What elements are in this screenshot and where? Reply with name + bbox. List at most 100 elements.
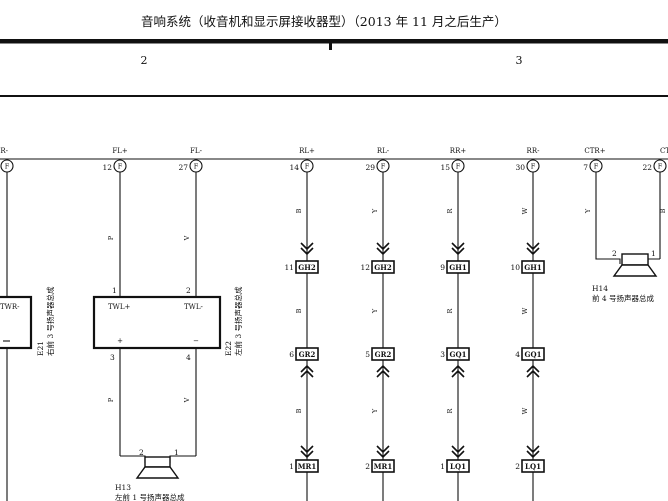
pin-circle-rr-plus: F — [451, 159, 465, 173]
speaker-e21-pin-label: TWR- — [0, 303, 20, 311]
pin-name-rr-minus: RR- — [527, 147, 541, 155]
wire-color-rl-plus-2: B — [295, 308, 303, 313]
connector-gh1-a — [446, 260, 470, 274]
pin-name-ctr-minus: CTR — [660, 147, 668, 155]
connector-mr1-a — [295, 459, 319, 473]
connector-lq1-b-label: LQ1 — [525, 462, 541, 471]
connector-gh1-a-pin: 9 — [440, 263, 445, 272]
connector-gh1-b — [521, 260, 545, 274]
header-bar — [0, 39, 668, 44]
connector-gr2-b-label: GR2 — [375, 350, 392, 359]
connector-gh1-b-label: GH1 — [524, 263, 542, 272]
wire-color-ctr-plus: Y — [584, 208, 592, 214]
connector-gr2-b-pin: 5 — [365, 350, 370, 359]
pin-name-rl-minus: RL- — [377, 147, 390, 155]
connector-gq1-b-label: GQ1 — [525, 350, 542, 359]
pin-number-rl-minus: 29 — [365, 163, 375, 172]
speaker-e21-code: E21 — [36, 341, 45, 356]
page-title: 音响系统（收音机和显示屏接收器型）（2013 年 11 月之后生产） — [141, 14, 507, 29]
connector-lq1-a-pin: 1 — [440, 462, 445, 471]
connector-lq1-b — [521, 459, 545, 473]
speaker-h14-icon — [612, 253, 658, 277]
pin-marker: F — [118, 163, 123, 171]
wire-color-rr-plus-2: R — [446, 307, 454, 313]
wire-column-rr-plus: R GH1 9 R GQ1 3 R LQ1 1 — [440, 172, 470, 501]
pin-circle-fr-minus: F — [0, 159, 14, 173]
pin-name-fr-minus: FR- — [0, 147, 9, 155]
pin-marker: F — [658, 163, 663, 171]
wire-color-rl-plus-3: B — [295, 408, 303, 413]
connector-gq1-a-pin: 3 — [440, 350, 445, 359]
wire-ctr-minus-to-h14 — [647, 258, 660, 264]
wire-color-rr-plus-1: R — [446, 207, 454, 213]
pin-number-fl-plus: 12 — [102, 163, 112, 172]
pin-circle-rl-plus: F — [300, 159, 314, 173]
speaker-h14-pin-2: 2 — [612, 249, 617, 258]
wire-color-rr-minus-1: W — [521, 207, 529, 214]
speaker-h14-code: H14 — [592, 284, 608, 293]
wire-color-rl-minus-3: Y — [371, 408, 379, 414]
connector-gh1-a-label: GH1 — [449, 263, 467, 272]
connector-gq1-b — [521, 347, 545, 361]
section-label-2: 2 — [141, 54, 148, 67]
connector-mr1-a-pin: 1 — [289, 462, 294, 471]
speaker-e22-pin-2: 2 — [186, 286, 191, 295]
connector-gr2-a-label: GR2 — [299, 350, 316, 359]
wire-column-rr-minus: W GH1 10 W GQ1 4 W LQ1 2 — [510, 172, 545, 501]
pin-circle-ctr-plus: F — [589, 159, 603, 173]
speaker-h13-pin-2: 2 — [139, 448, 144, 457]
speaker-e22-pin-3: 3 — [110, 353, 115, 362]
pin-number-rr-minus: 30 — [515, 163, 525, 172]
section-divider-tick — [329, 43, 332, 50]
connector-gr2-a — [295, 347, 319, 361]
connector-gr2-a-pin: 6 — [289, 350, 294, 359]
pin-marker: F — [594, 163, 599, 171]
pin-circle-fl-minus: F — [189, 159, 203, 173]
pin-number-rr-plus: 15 — [440, 163, 450, 172]
wire-color-rr-minus-2: W — [521, 307, 529, 314]
connector-mr1-b-pin: 2 — [365, 462, 370, 471]
connector-gh2-a-pin: 11 — [284, 263, 294, 272]
pin-circle-rr-minus: F — [526, 159, 540, 173]
pin-marker: F — [5, 163, 10, 171]
wire-color-rr-minus-3: W — [521, 407, 529, 414]
pin-name-rr-plus: RR+ — [450, 147, 467, 155]
pin-circle-fl-plus: F — [113, 159, 127, 173]
speaker-h14-desc: 前 4 号扬声器总成 — [592, 293, 655, 303]
pin-marker: F — [381, 163, 386, 171]
pin-marker: F — [531, 163, 536, 171]
speaker-h14-pin-1: 1 — [651, 249, 656, 258]
pin-marker: F — [194, 163, 199, 171]
wire-color-fl-plus-lower: P — [107, 397, 115, 402]
connector-gh2-a-label: GH2 — [298, 263, 316, 272]
connector-gh2-b-label: GH2 — [374, 263, 392, 272]
wire-color-ctr-minus: B — [659, 208, 667, 213]
pin-marker: F — [305, 163, 310, 171]
connector-gh2-b-pin: 12 — [360, 263, 370, 272]
speaker-e22-pin-4: 4 — [186, 353, 191, 362]
connector-gh2-a — [295, 260, 319, 274]
speaker-h13-pin-1: 1 — [174, 448, 179, 457]
connector-gq1-a — [446, 347, 470, 361]
speaker-e22-minus: − — [193, 337, 199, 345]
pin-marker: F — [456, 163, 461, 171]
speaker-h13-desc: 左前 1 号扬声器总成 — [115, 492, 185, 501]
speaker-e22-label-right: TWL- — [184, 303, 204, 311]
connector-lq1-a-label: LQ1 — [450, 462, 466, 471]
pin-number-ctr-minus: 22 — [642, 163, 652, 172]
wire-h13-pin2 — [120, 455, 146, 463]
speaker-e22-plus: + — [117, 337, 123, 345]
connector-gq1-a-label: GQ1 — [450, 350, 467, 359]
speaker-e22-label-left: TWL+ — [108, 303, 131, 311]
connector-lq1-b-pin: 2 — [515, 462, 520, 471]
speaker-e21-desc: 右前 3 号扬声器总成 — [45, 286, 55, 356]
connector-mr1-b-label: MR1 — [374, 462, 393, 471]
pin-circle-rl-minus: F — [376, 159, 390, 173]
speaker-e22-code: E22 — [224, 341, 233, 356]
connector-gr2-b — [371, 347, 395, 361]
pin-number-ctr-plus: 7 — [583, 163, 588, 172]
pin-number-rl-plus: 14 — [289, 163, 299, 172]
wire-color-fl-minus: V — [183, 235, 191, 241]
wire-column-rl-plus: B GH2 11 B GR2 6 B MR1 1 — [284, 172, 319, 501]
